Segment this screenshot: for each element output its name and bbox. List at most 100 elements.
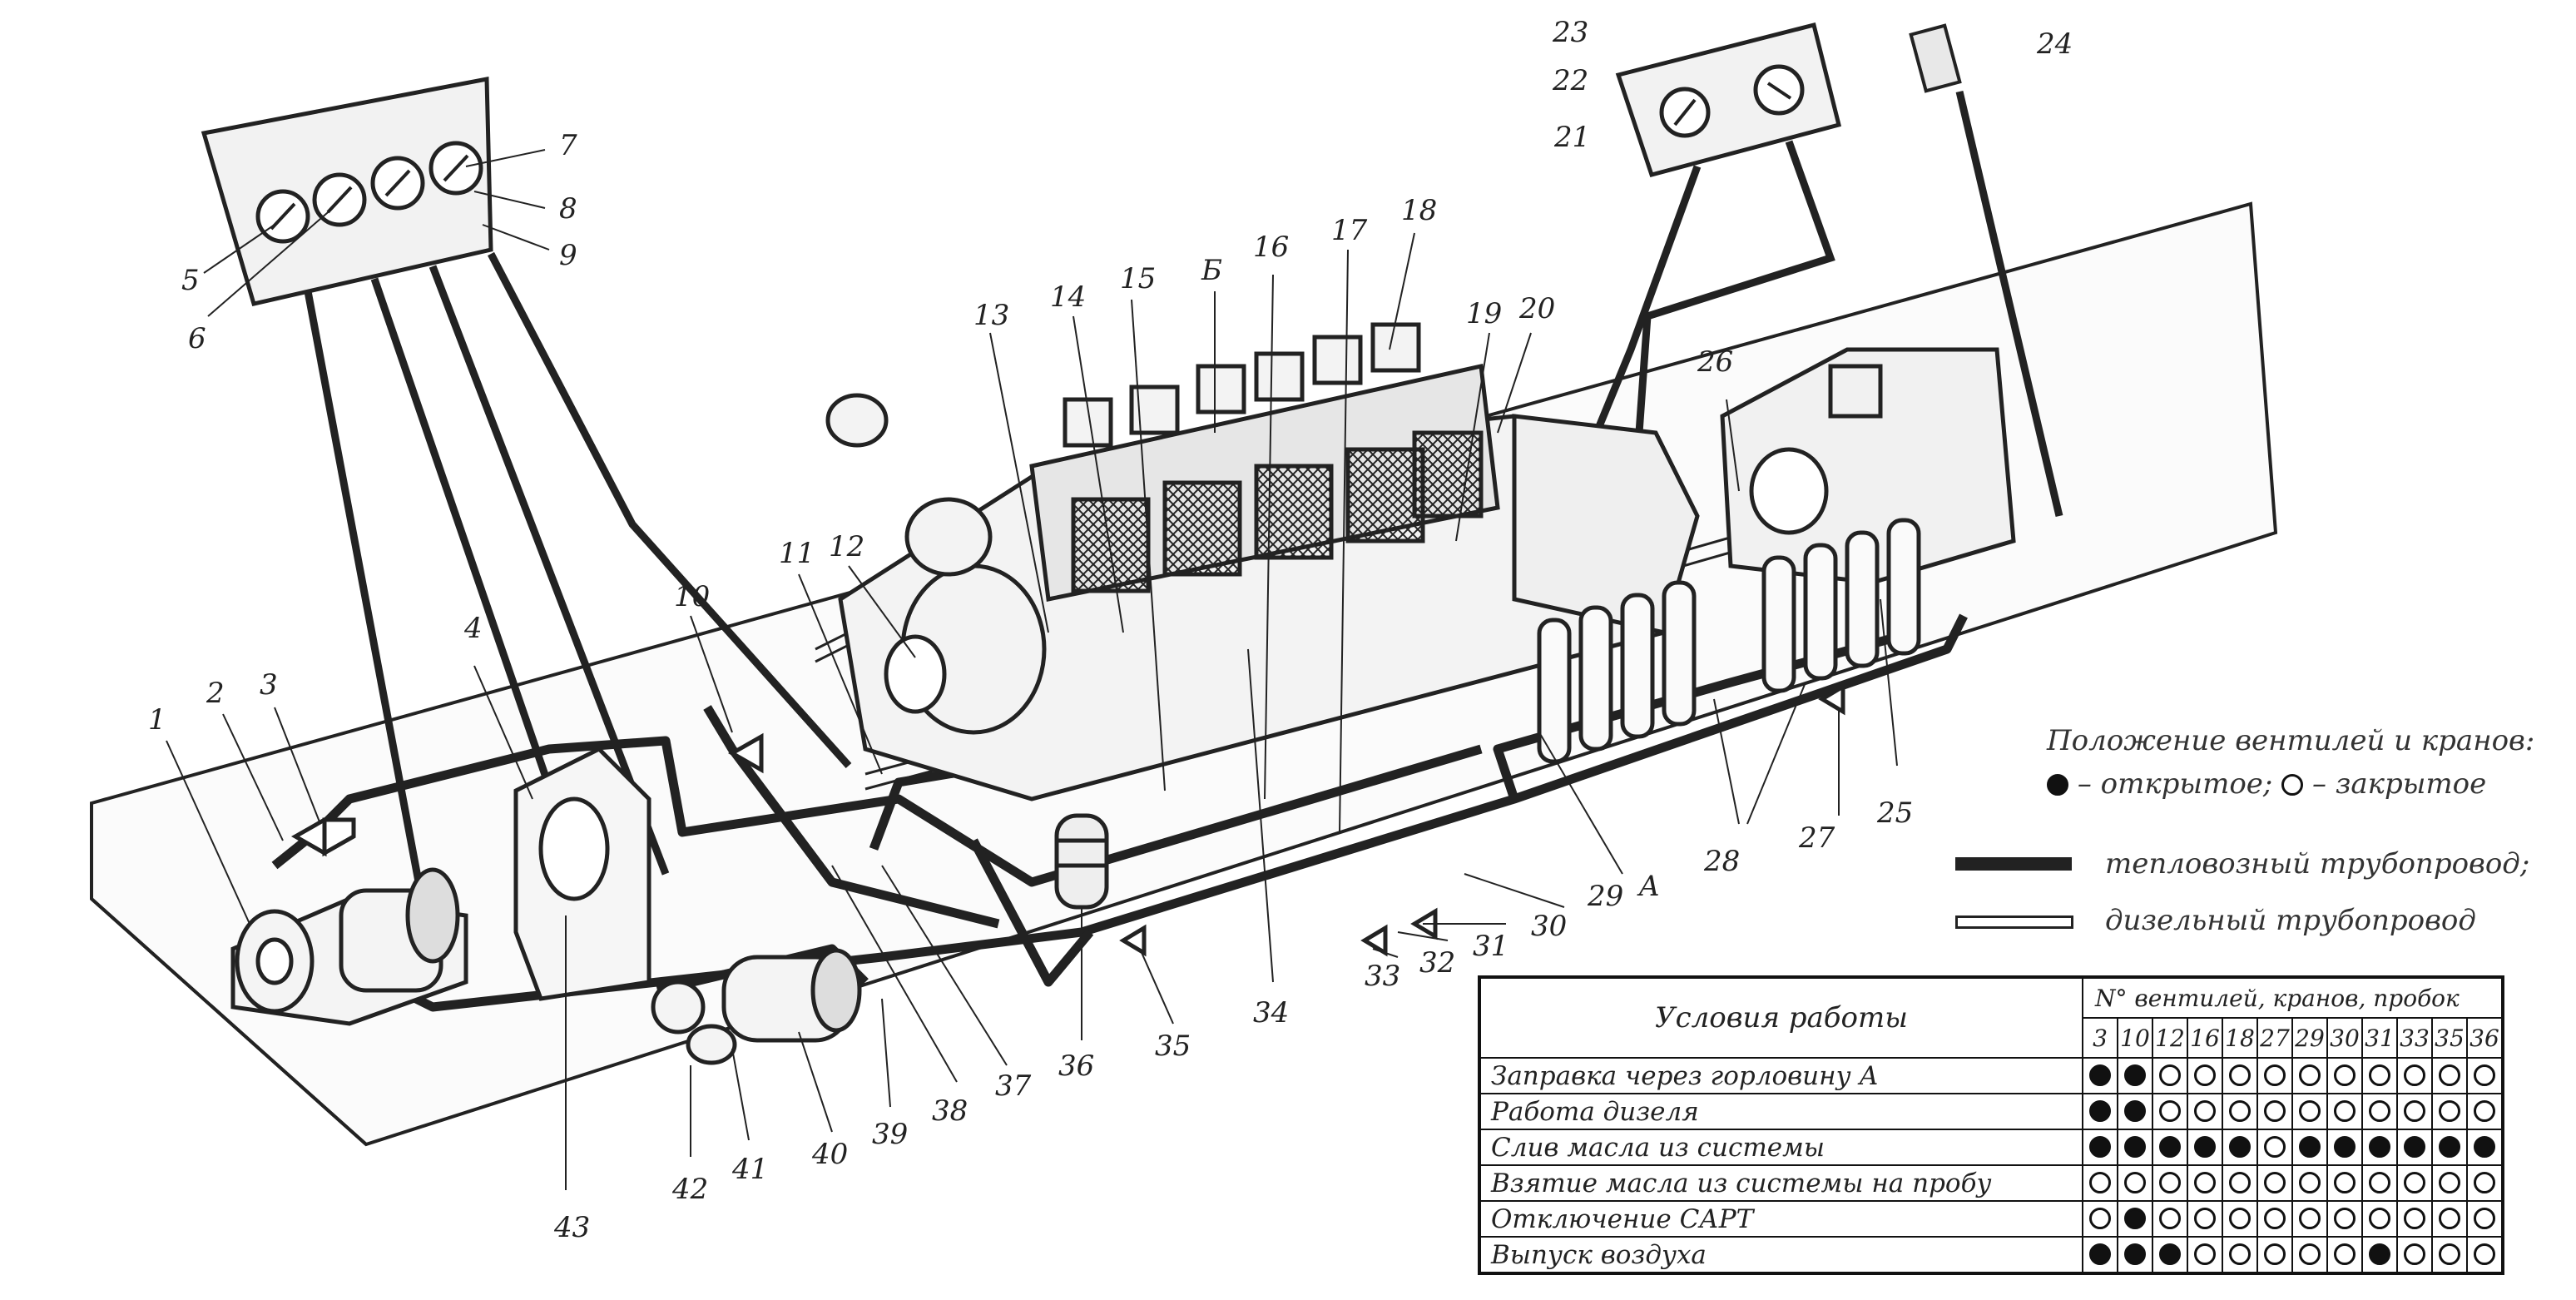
callout-5: 5 [181, 264, 200, 297]
filter-housing [513, 746, 651, 1001]
valve-state-cell [2396, 1093, 2433, 1130]
open-marker-icon [2159, 1243, 2181, 1265]
closed-marker-icon [2229, 1100, 2251, 1122]
callout-32: 32 [1419, 946, 1456, 980]
callout-20: 20 [1519, 292, 1556, 325]
valve-state-cell [2291, 1093, 2328, 1130]
valve-state-cell [2466, 1200, 2504, 1238]
callout-38: 38 [932, 1094, 968, 1128]
valve-column-36: 36 [2466, 1017, 2504, 1059]
valve-state-cell [2361, 1164, 2398, 1202]
closed-marker-icon [2474, 1243, 2495, 1265]
valve-state-cell [2291, 1200, 2328, 1238]
valve-state-cell [2361, 1057, 2398, 1094]
closed-marker-icon [2404, 1064, 2425, 1086]
closed-marker-icon [2369, 1064, 2390, 1086]
valve-state-cell [2117, 1057, 2153, 1094]
callout-24: 24 [2037, 27, 2073, 61]
valve-column-30: 30 [2326, 1017, 2363, 1059]
valve-state-cell [2396, 1200, 2433, 1238]
valve-state-cell [2466, 1129, 2504, 1166]
valve-state-cell [2222, 1236, 2258, 1274]
valve-state-cell [2082, 1129, 2118, 1166]
table-row: Выпуск воздуха [1479, 1236, 2504, 1274]
valve-state-cell [2187, 1236, 2223, 1274]
callout-31: 31 [1473, 930, 1509, 963]
callout-28: 28 [1704, 845, 1741, 878]
closed-marker-icon [2264, 1172, 2286, 1193]
callout-9: 9 [559, 239, 577, 272]
callout-10: 10 [674, 580, 711, 613]
closed-marker-icon [2439, 1064, 2460, 1086]
diesel-pipe-swatch [1955, 915, 2073, 929]
valve-column-10: 10 [2117, 1017, 2153, 1059]
closed-marker-icon [2404, 1100, 2425, 1122]
callout-18: 18 [1401, 194, 1438, 227]
closed-marker-icon [2474, 1208, 2495, 1229]
closed-marker-icon [2404, 1243, 2425, 1265]
closed-marker-icon [2089, 1208, 2111, 1229]
legend-title: Положение вентилей и кранов: [2047, 724, 2535, 757]
valve-state-cell [2187, 1093, 2223, 1130]
valve-column-31: 31 [2361, 1017, 2398, 1059]
closed-marker-icon [2159, 1100, 2181, 1122]
open-marker-icon [2047, 774, 2068, 796]
closed-marker-icon [2439, 1172, 2460, 1193]
callout-34: 34 [1253, 996, 1290, 1030]
valve-state-cell [2152, 1164, 2188, 1202]
valve-state-cell [2291, 1164, 2328, 1202]
condition-label: Работа дизеля [1479, 1093, 2083, 1130]
legend-diesel-pipe-label: дизельный трубопровод [2105, 904, 2476, 937]
leader-lines [166, 149, 1898, 1190]
valve-state-cell [2117, 1200, 2153, 1238]
open-marker-icon [2124, 1208, 2146, 1229]
open-marker-icon [2089, 1100, 2111, 1122]
closed-marker-icon [2159, 1064, 2181, 1086]
open-marker-icon [2229, 1136, 2251, 1158]
closed-marker-icon [2474, 1172, 2495, 1193]
valve-state-cell [2117, 1129, 2153, 1166]
valve-state-cell [2256, 1129, 2293, 1166]
callout-36: 36 [1058, 1049, 1095, 1083]
closed-marker-icon [2299, 1100, 2321, 1122]
valve-column-27: 27 [2256, 1017, 2293, 1059]
closed-marker-icon [2264, 1064, 2286, 1086]
valve-column-29: 29 [2291, 1017, 2328, 1059]
valve-state-cell [2256, 1164, 2293, 1202]
valve-state-cell [2361, 1200, 2398, 1238]
condition-label: Заправка через горловину А [1479, 1057, 2083, 1094]
valve-state-cell [2361, 1236, 2398, 1274]
legend-open-label: – открытое; [2077, 767, 2273, 801]
open-marker-icon [2334, 1136, 2356, 1158]
open-marker-icon [2404, 1136, 2425, 1158]
callout-37: 37 [995, 1069, 1032, 1103]
open-marker-icon [2124, 1064, 2146, 1086]
valve-column-3: 3 [2082, 1017, 2118, 1059]
valve-column-33: 33 [2396, 1017, 2433, 1059]
closed-marker-icon [2474, 1100, 2495, 1122]
open-marker-icon [2124, 1243, 2146, 1265]
closed-marker-icon [2229, 1172, 2251, 1193]
open-marker-icon [2124, 1100, 2146, 1122]
valve-state-cell [2222, 1164, 2258, 1202]
valve-state-cell [2291, 1129, 2328, 1166]
callout-27: 27 [1799, 821, 1835, 855]
valve-state-cell [2222, 1129, 2258, 1166]
valve-state-cell [2396, 1057, 2433, 1094]
open-marker-icon [2159, 1136, 2181, 1158]
callout-12: 12 [829, 530, 865, 563]
closed-marker-icon [2281, 774, 2304, 796]
closed-marker-icon [2194, 1208, 2216, 1229]
callout-8: 8 [559, 192, 577, 226]
condition-label: Взятие масла из системы на пробу [1479, 1164, 2083, 1202]
callout-13: 13 [973, 299, 1010, 332]
valve-state-cell [2326, 1093, 2363, 1130]
valve-state-cell [2361, 1093, 2398, 1130]
valve-state-cell [2082, 1164, 2118, 1202]
valve-state-cell [2291, 1057, 2328, 1094]
valve-number-header: N° вентилей, кранов, пробок [2082, 975, 2504, 1020]
closed-marker-icon [2159, 1208, 2181, 1229]
closed-marker-icon [2264, 1243, 2286, 1265]
callout-19: 19 [1466, 297, 1503, 330]
callout-21: 21 [1554, 121, 1591, 154]
